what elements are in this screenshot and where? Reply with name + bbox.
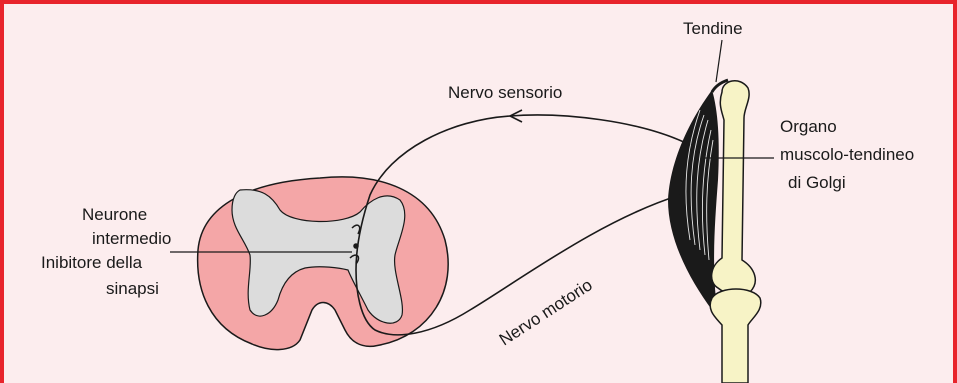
- interneuron-label-line4: sinapsi: [106, 279, 159, 298]
- tendon-label: Tendine: [683, 19, 743, 38]
- golgi-label-line1: Organo: [780, 117, 837, 136]
- lower-bone: [710, 289, 761, 383]
- spinal-cord: [198, 177, 449, 350]
- motor-nerve-label: Nervo motorio: [496, 275, 596, 349]
- upper-bone: [712, 81, 756, 295]
- interneuron-label-line3: Inibitore della: [41, 253, 143, 272]
- interneuron-label-line2: intermedio: [92, 229, 171, 248]
- golgi-label-line2: muscolo-tendineo: [780, 145, 914, 164]
- tendon-leader: [716, 40, 722, 82]
- golgi-label-line3: di Golgi: [788, 173, 846, 192]
- interneuron-label-line1: Neurone: [82, 205, 147, 224]
- sensory-nerve-label: Nervo sensorio: [448, 83, 562, 102]
